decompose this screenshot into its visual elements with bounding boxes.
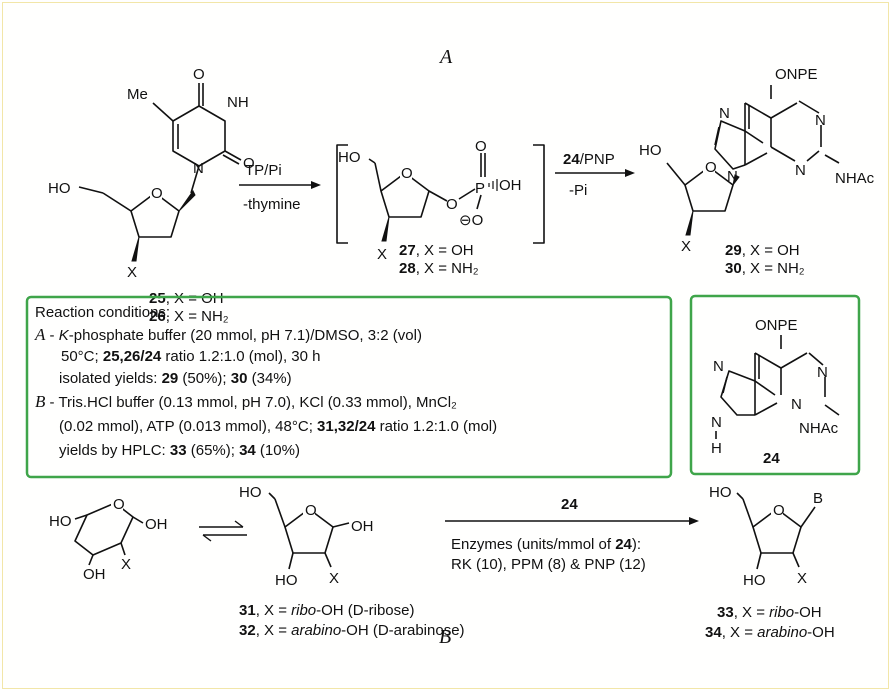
atom-o: O	[773, 502, 785, 519]
atom-me: Me	[127, 86, 148, 103]
atom-n: N	[817, 364, 828, 381]
atom-p: P	[475, 180, 485, 197]
equilibrium-arrows	[199, 520, 247, 542]
atom-x: X	[329, 570, 339, 587]
atom-oh: OH	[499, 177, 522, 194]
atom-ho: HO	[709, 484, 732, 501]
atom-h: H	[711, 440, 722, 457]
structure-27-28: O HO O P O OH ⊖O X	[336, 138, 545, 263]
atom-nhac: NHAc	[799, 420, 839, 437]
atom-n: N	[815, 112, 826, 129]
label-25: 25, X = OH	[149, 290, 224, 307]
atom-n: N	[719, 105, 730, 122]
atom-o: O	[305, 502, 317, 519]
atom-n: N	[727, 168, 738, 185]
label-29: 29, X = OH	[725, 242, 800, 259]
atom-oh: OH	[145, 516, 168, 533]
atom-n: N	[193, 160, 204, 177]
atom-ho: HO	[275, 572, 298, 589]
label-26: 26, X = NH₂	[149, 308, 229, 325]
atom-ho: HO	[49, 513, 72, 530]
atom-ho: HO	[743, 572, 766, 589]
atom-o: O	[151, 185, 163, 202]
conditions-a-line-2: 50°C; 25,26/24 ratio 1.2:1.0 (mol), 30 h	[61, 348, 321, 365]
compound-24-box	[689, 294, 861, 476]
conditions-a-line-3: isolated yields: 29 (50%); 30 (34%)	[59, 370, 292, 387]
atom-nh: NH	[227, 94, 249, 111]
label-28: 28, X = NH₂	[399, 260, 479, 277]
reagent-minus-pi: -Pi	[569, 182, 587, 199]
atom-onpe: ONPE	[775, 66, 818, 83]
conditions-text: Reaction conditions: A - K-phosphate buf…	[34, 304, 497, 459]
structure-33-34: O B HO HO X	[709, 484, 823, 589]
label-33: 33, X = ribo-OH	[717, 604, 822, 621]
reagent-enzyme-list: RK (10), PPM (8) & PNP (12)	[451, 556, 646, 573]
reagent-24: 24	[561, 496, 578, 513]
atom-ho: HO	[239, 484, 262, 501]
conditions-b-line-2: (0.02 mmol), ATP (0.013 mmol), 48°C; 31,…	[59, 418, 497, 435]
conditions-a-line-1: A - K-phosphate buffer (20 mmol, pH 7.1)…	[34, 325, 422, 344]
conditions-box	[25, 295, 673, 479]
reagent-24-pnp: 24/PNP	[563, 151, 615, 168]
structure-31-32-furanose: O OH HO HO X	[239, 484, 374, 589]
conditions-heading: Reaction conditions:	[35, 304, 170, 321]
atom-n: N	[791, 396, 802, 413]
structure-24: ONPE N N NHAc N N H	[711, 317, 840, 457]
atom-n: N	[711, 414, 722, 431]
atom-o: O	[401, 165, 413, 182]
atom-x: X	[797, 570, 807, 587]
atom-o: O	[243, 155, 255, 172]
atom-o: O	[475, 138, 487, 155]
label-32: 32, X = arabino-OH (D-arabinose)	[239, 622, 465, 639]
atom-oh: OH	[83, 566, 106, 583]
atom-o: O	[113, 496, 125, 513]
atom-ho: HO	[639, 142, 662, 159]
label-34: 34, X = arabino-OH	[705, 624, 835, 641]
label-27: 27, X = OH	[399, 242, 474, 259]
atom-oh: OH	[351, 518, 374, 535]
reagent-minus-thymine: -thymine	[243, 196, 301, 213]
structure-31-32-pyranose: O OH HO OH X	[49, 496, 168, 583]
atom-n: N	[713, 358, 724, 375]
atom-x: X	[681, 238, 691, 255]
section-label-b: B	[439, 626, 451, 648]
label-30: 30, X = NH₂	[725, 260, 805, 277]
reagent-enzymes: Enzymes (units/mmol of 24):	[451, 536, 641, 553]
label-31: 31, X = ribo-OH (D-ribose)	[239, 602, 414, 619]
atom-x: X	[127, 264, 137, 281]
atom-o: O	[446, 196, 458, 213]
atom-o-minus: ⊖O	[459, 212, 483, 229]
atom-nhac: NHAc	[835, 170, 875, 187]
atom-b: B	[813, 490, 823, 507]
atom-ho: HO	[338, 149, 361, 166]
atom-o: O	[705, 159, 717, 176]
structure-29-30: ONPE N N NHAc N N O HO X	[639, 66, 875, 255]
reaction-scheme: A B O NH O N Me O HO X 25, X = OH 26, X …	[25, 46, 875, 648]
atom-n: N	[795, 162, 806, 179]
structure-25-26: O NH O N Me O HO X	[48, 66, 255, 281]
atom-onpe: ONPE	[755, 317, 798, 334]
reagent-tp-pi: TP/Pi	[245, 162, 282, 179]
atom-x: X	[377, 246, 387, 263]
conditions-b-line-3: yields by HPLC: 33 (65%); 34 (10%)	[59, 442, 300, 459]
atom-x: X	[121, 556, 131, 573]
atom-ho: HO	[48, 180, 71, 197]
atom-o: O	[193, 66, 205, 83]
label-24: 24	[763, 450, 780, 467]
section-label-a: A	[438, 46, 453, 68]
conditions-b-line-1: B - Tris.HCl buffer (0.13 mmol, pH 7.0),…	[35, 392, 457, 411]
